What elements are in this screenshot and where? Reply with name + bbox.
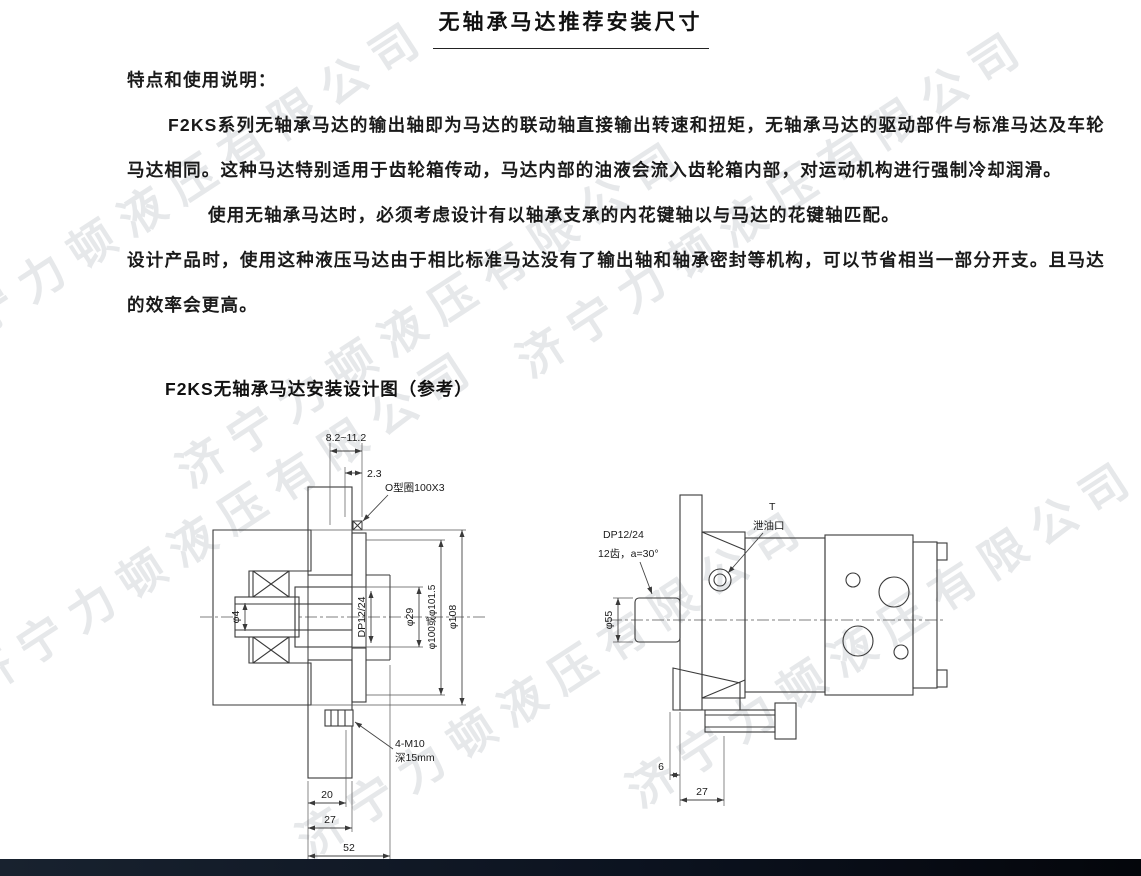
dim-phi29-label: φ29	[404, 608, 416, 627]
left-drawing-section-view: 8.2~11.2 2.3 O型圈100X3 φ4 DP12/24 φ29 φ10…	[200, 432, 487, 861]
paragraph-3: 设计产品时，使用这种液压马达由于相比标准马达没有了输出轴和轴承密封等机构，可以节…	[127, 250, 1105, 315]
footer-bar	[0, 859, 1141, 876]
page-title: 无轴承马达推荐安装尺寸	[432, 6, 709, 49]
mounting-bolt	[324, 709, 354, 727]
figure-label: F2KS无轴承马达安装设计图（参考）	[165, 379, 473, 399]
dim-m10-label: 4-M10	[395, 738, 425, 750]
bearing-upper	[252, 570, 290, 598]
dim-27-label: 27	[324, 814, 336, 826]
motor-body	[744, 537, 826, 693]
dim-gap-label: 8.2~11.2	[326, 432, 367, 444]
dim-6-label: 6	[658, 761, 664, 773]
pilot-boss	[351, 520, 367, 703]
dim-phi55-label: φ55	[603, 611, 615, 630]
dim-dp-label: DP12/24	[356, 596, 368, 637]
body-text: 特点和使用说明： F2KS系列无轴承马达的输出轴即为马达的联动轴直接输出转速和扭…	[127, 58, 1105, 328]
end-cap	[912, 541, 948, 689]
housing-front	[701, 531, 746, 699]
drain-port-hole	[708, 568, 732, 592]
gearbox-housing	[212, 529, 312, 706]
drain-port-hole-inner	[713, 573, 727, 587]
features-heading: 特点和使用说明：	[127, 70, 277, 90]
bolt-hole-bottom	[893, 644, 909, 660]
title-wrap: 无轴承马达推荐安装尺寸	[0, 6, 1141, 49]
motor-flange-plate	[307, 486, 353, 779]
dim-phi4-label: φ4	[230, 611, 242, 624]
paragraph-2: 使用无轴承马达时，必须考虑设计有以轴承支承的内花键轴以与马达的花键轴匹配。	[208, 205, 900, 225]
o-ring-label: O型圈100X3	[385, 481, 445, 494]
bearing-lower	[252, 636, 290, 664]
spline-spec-label: DP12/24	[603, 529, 644, 541]
stud-bolt	[704, 702, 797, 740]
spline-teeth-label: 12齿，a=30°	[598, 548, 659, 560]
paragraph-1: F2KS系列无轴承马达的输出轴即为马达的联动轴直接输出转速和扭矩，无轴承马达的驱…	[127, 115, 1105, 180]
port-b	[842, 625, 874, 657]
dim-2-3-label: 2.3	[367, 468, 382, 480]
mounting-bracket-section	[672, 667, 741, 711]
bolt-hole-top	[845, 572, 861, 588]
dim-52-label: 52	[343, 842, 355, 854]
drain-port-label: 泄油口	[753, 519, 785, 532]
dim-m10-depth-label: 深15mm	[395, 752, 435, 764]
right-drawing-side-view: T 泄油口 DP12/24 12齿，a=30° φ55 6 27	[598, 494, 948, 806]
motor-body-edge	[366, 574, 391, 661]
port-a	[878, 576, 910, 608]
port-block	[824, 534, 914, 696]
dim-27-label: 27	[696, 786, 708, 798]
mounting-flange	[679, 494, 703, 711]
t-port-label: T	[769, 501, 776, 513]
dim-phi100-label: φ100或φ101.5	[426, 584, 438, 649]
dim-20-label: 20	[321, 789, 333, 801]
dim-phi108-label: φ108	[447, 605, 459, 629]
